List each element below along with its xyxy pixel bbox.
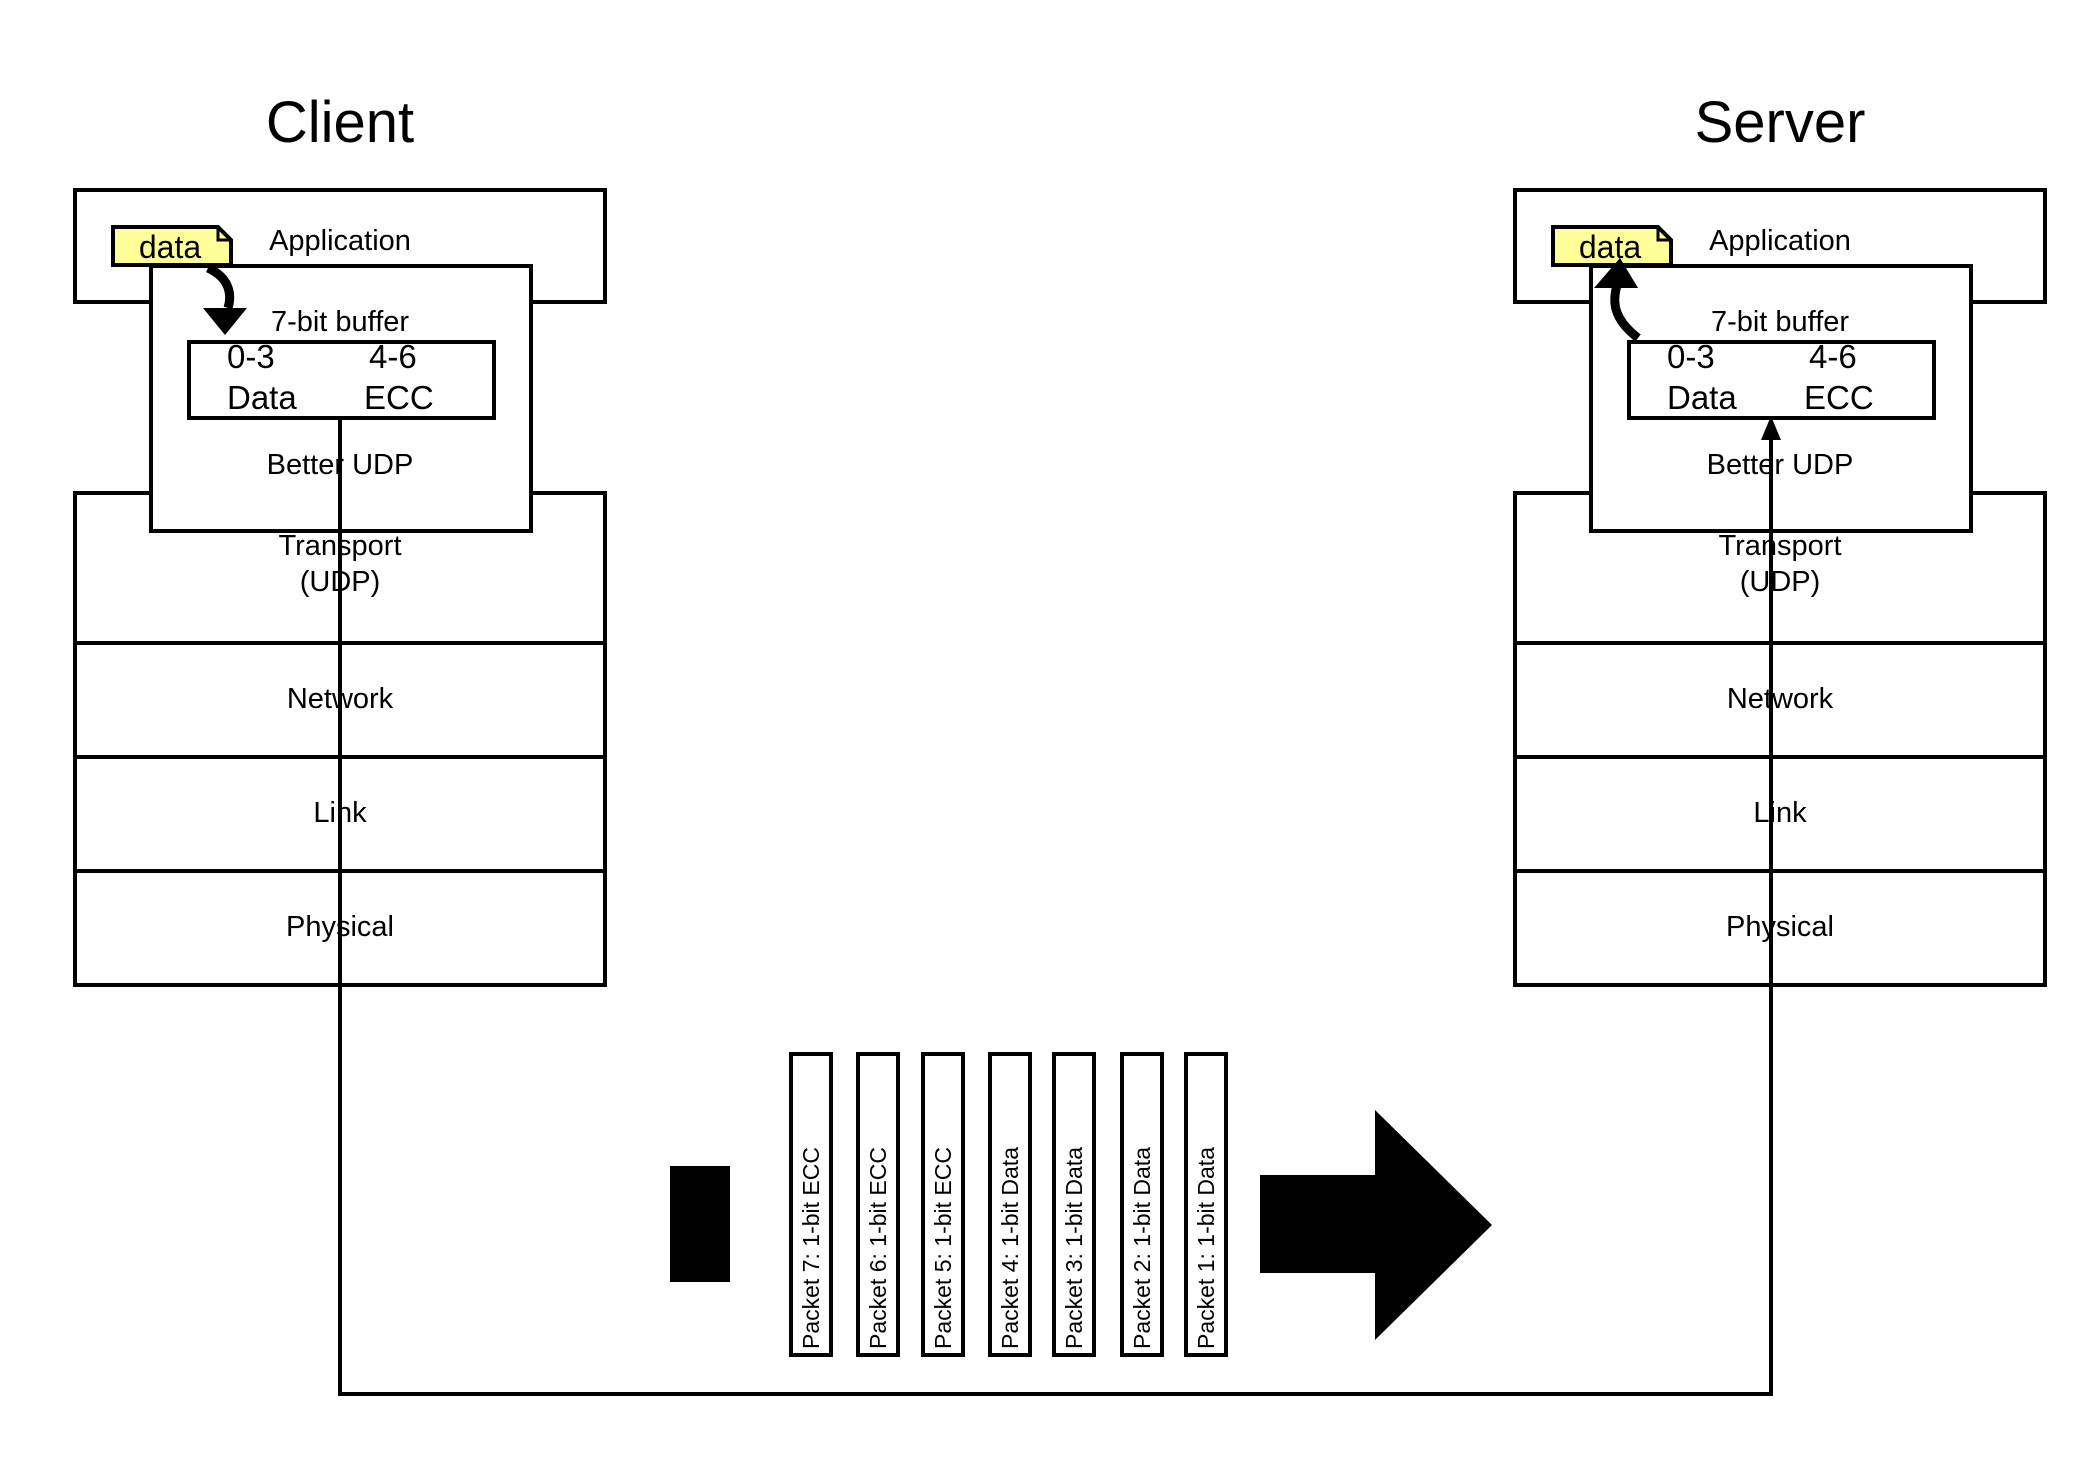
packet-group: Packet 7: 1-bit ECC Packet 6: 1-bit ECC Pa… <box>670 1052 1228 1357</box>
packet-5-box <box>921 1052 965 1357</box>
client-data-range: 0-3 <box>227 338 275 375</box>
server-network-label: Network <box>1727 683 1834 715</box>
packet-3-box <box>1052 1052 1096 1357</box>
packet-2-box <box>1120 1052 1164 1357</box>
client-buffer-label: 7-bit buffer <box>271 306 409 338</box>
server-stack: Server Application 7-bit buffer 0-3 Data… <box>1513 90 2047 987</box>
server-data-note-label: data <box>1579 229 1641 265</box>
server-transport-label: Transport <box>1718 530 1841 562</box>
server-better-udp-label: Better UDP <box>1707 449 1854 481</box>
client-application-label: Application <box>269 225 411 257</box>
server-physical-label: Physical <box>1726 911 1834 943</box>
packet-1-label: Packet 1: 1-bit Data <box>1193 1147 1219 1349</box>
server-application-label: Application <box>1709 225 1851 257</box>
packet-7-box <box>789 1052 833 1357</box>
client-ecc-range: 4-6 <box>369 338 417 375</box>
packet-stream-tail <box>670 1166 730 1282</box>
packet-1-box <box>1184 1052 1228 1357</box>
server-network-layer <box>1513 641 2047 759</box>
server-ecc-label: ECC <box>1804 379 1874 416</box>
direction-arrow-icon <box>1260 1110 1492 1340</box>
packet-5-label: Packet 5: 1-bit ECC <box>930 1147 956 1349</box>
server-up-arrow-icon <box>1594 258 1641 342</box>
client-ecc-label: ECC <box>364 379 434 416</box>
server-buffer-box <box>1627 340 1936 420</box>
client-title: Client <box>266 90 414 155</box>
server-link-label: Link <box>1753 797 1807 829</box>
server-physical-layer <box>1513 869 2047 987</box>
server-data-range: 0-3 <box>1667 338 1715 375</box>
client-data-label: Data <box>227 379 297 416</box>
client-down-arrow-icon <box>203 263 247 335</box>
packet-7-label: Packet 7: 1-bit ECC <box>798 1147 824 1349</box>
server-data-label: Data <box>1667 379 1737 416</box>
server-data-note: data <box>1551 225 1673 267</box>
client-data-note: data <box>111 225 233 267</box>
server-ecc-range: 4-6 <box>1809 338 1857 375</box>
server-title: Server <box>1695 90 1866 155</box>
packet-6-box <box>856 1052 900 1357</box>
packet-4-box <box>988 1052 1032 1357</box>
server-link-layer <box>1513 755 2047 873</box>
packet-4-label: Packet 4: 1-bit Data <box>997 1147 1023 1349</box>
client-buffer-box <box>187 340 496 420</box>
client-data-note-label: data <box>139 229 201 265</box>
data-path <box>338 416 1781 1396</box>
packet-3-label: Packet 3: 1-bit Data <box>1061 1147 1087 1349</box>
connection-arrowhead-icon <box>1761 416 1781 440</box>
packet-6-label: Packet 6: 1-bit ECC <box>865 1147 891 1349</box>
server-transport-sublabel: (UDP) <box>1740 566 1821 598</box>
connection-line <box>338 418 1773 1396</box>
server-buffer-label: 7-bit buffer <box>1711 306 1849 338</box>
packet-2-label: Packet 2: 1-bit Data <box>1129 1147 1155 1349</box>
